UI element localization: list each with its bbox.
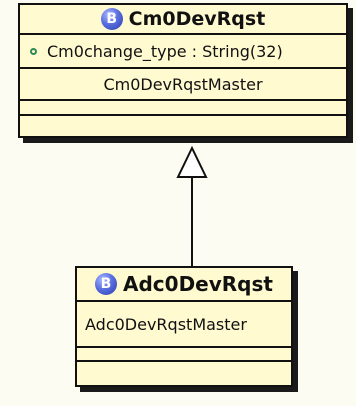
attribute-text: Cm0change_type : String(32) xyxy=(47,41,283,61)
operation-text: Cm0DevRqstMaster xyxy=(103,74,263,94)
operation-compartment: Cm0DevRqstMaster xyxy=(20,69,346,101)
operation-compartment: Adc0DevRqstMaster xyxy=(77,302,291,348)
public-attribute-icon xyxy=(30,47,37,55)
class-header: B Cm0DevRqst xyxy=(20,5,346,35)
class-b-icon: B xyxy=(100,8,123,30)
generalization-arrowhead xyxy=(176,145,208,178)
operation-text: Adc0DevRqstMaster xyxy=(85,314,247,334)
empty-compartment-bottom xyxy=(77,362,291,382)
empty-compartment-bottom xyxy=(20,116,346,134)
class-header: B Adc0DevRqst xyxy=(77,268,291,302)
class-b-icon: B xyxy=(95,273,118,295)
class-name: Cm0DevRqst xyxy=(128,8,266,30)
empty-compartment xyxy=(20,101,346,116)
class-name: Adc0DevRqst xyxy=(123,272,273,296)
class-box-cm0devrqst[interactable]: B Cm0DevRqst Cm0change_type : String(32)… xyxy=(18,3,348,138)
attribute-compartment: Cm0change_type : String(32) xyxy=(20,35,346,69)
class-box-adc0devrqst[interactable]: B Adc0DevRqst Adc0DevRqstMaster xyxy=(75,266,293,387)
empty-compartment xyxy=(77,348,291,362)
